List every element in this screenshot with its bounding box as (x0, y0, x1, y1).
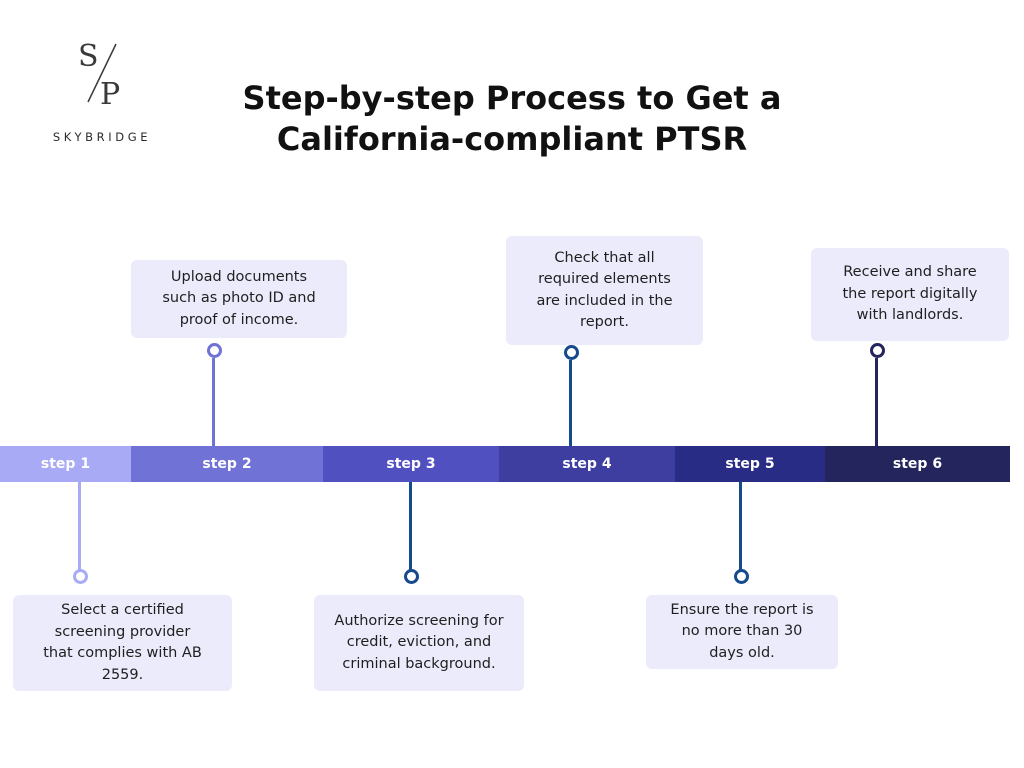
step-4-connector (569, 360, 572, 446)
timeline-segment-step-6: step 6 (825, 446, 1010, 482)
timeline-bar: step 1 step 2 step 3 step 4 step 5 step … (0, 446, 1010, 482)
step-3-node (404, 569, 419, 584)
monogram-bottom-letter: P (100, 77, 120, 108)
skybridge-logo: S P SKYBRIDGE (36, 38, 166, 148)
step-6-node (870, 343, 885, 358)
sp-monogram-icon: S P (78, 39, 120, 108)
step-1-node (73, 569, 88, 584)
timeline-segment-step-2: step 2 (131, 446, 323, 482)
title-line-2: California-compliant PTSR (276, 120, 748, 158)
step-5-node (734, 569, 749, 584)
timeline-segment-step-4: step 4 (499, 446, 675, 482)
monogram-top-letter: S (78, 39, 99, 74)
page-title: Step-by-step Process to Get a California… (180, 78, 844, 160)
step-4-node (564, 345, 579, 360)
step-2-node (207, 343, 222, 358)
step-2-connector (212, 358, 215, 446)
timeline-segment-step-5: step 5 (675, 446, 825, 482)
timeline-segment-step-3: step 3 (323, 446, 499, 482)
step-5-connector (739, 482, 742, 570)
brand-wordmark: SKYBRIDGE (52, 130, 152, 144)
step-1-connector (78, 482, 81, 570)
step-6-connector (875, 358, 878, 446)
title-line-1: Step-by-step Process to Get a (242, 79, 782, 117)
step-3-connector (409, 482, 412, 570)
timeline-segment-step-1: step 1 (0, 446, 131, 482)
